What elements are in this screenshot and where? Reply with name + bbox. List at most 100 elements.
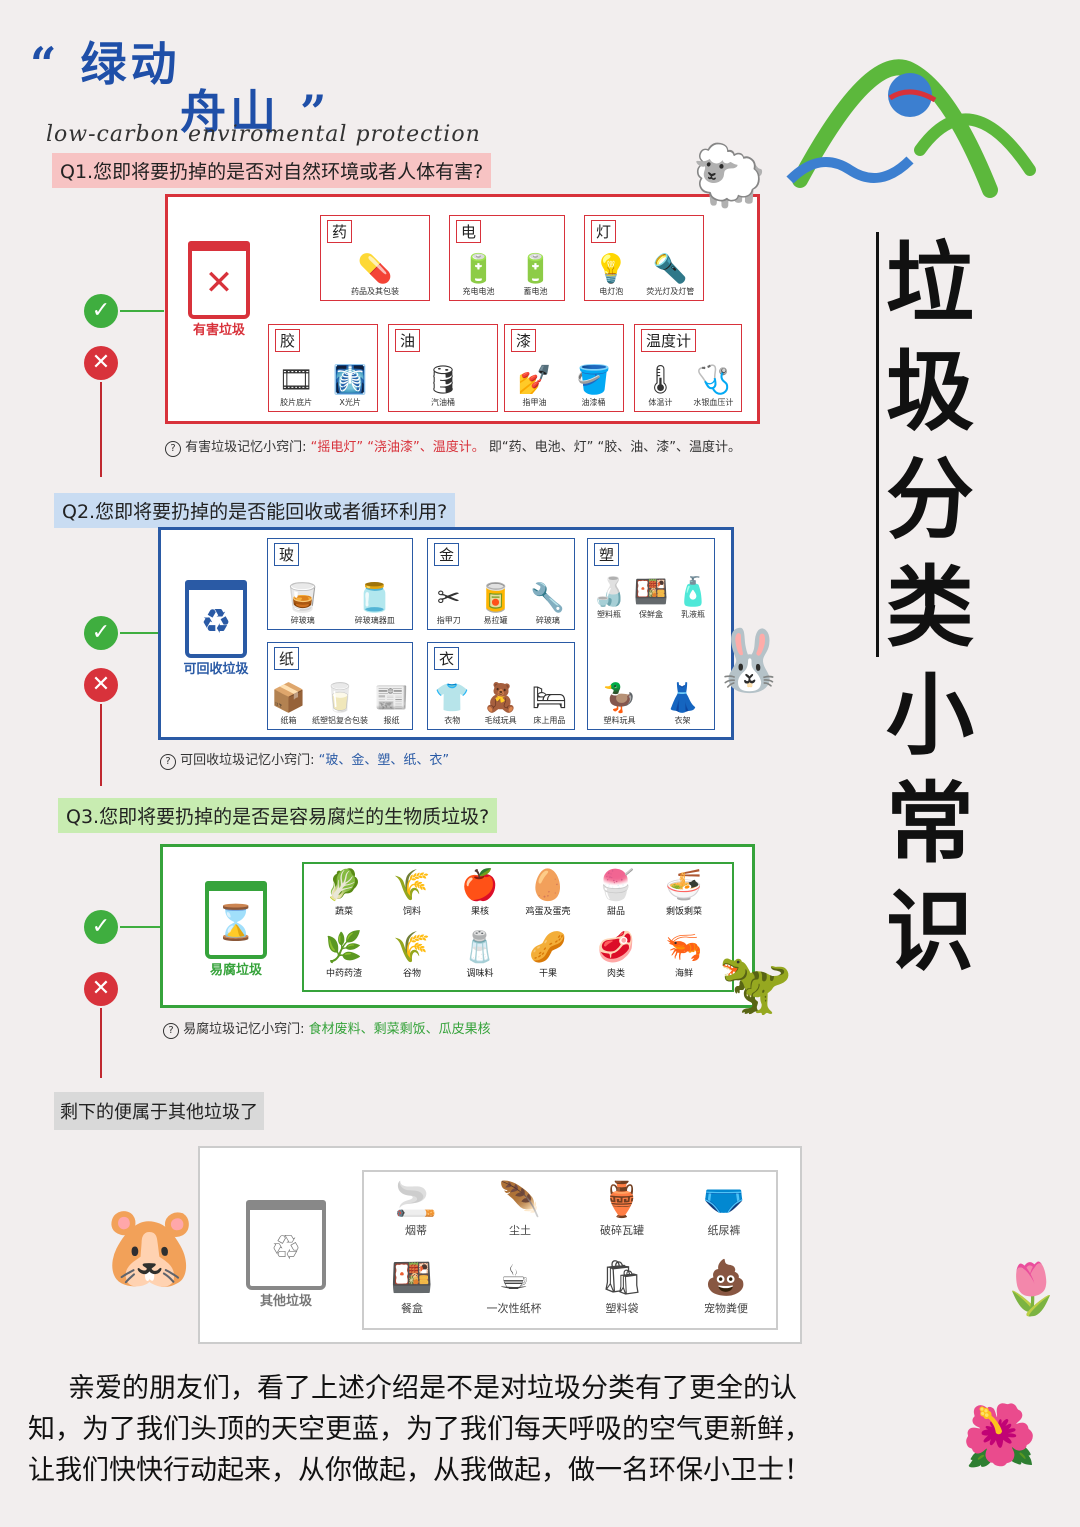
item: 📦纸箱 <box>271 681 306 725</box>
duster-icon: 🪶 <box>498 1180 542 1220</box>
item: 👗衣架 <box>665 681 700 725</box>
item: 🥃碎玻璃 <box>285 581 321 625</box>
subtitle: low-carbon enviromental protection <box>46 122 481 147</box>
milk-icon: 🥛 <box>322 681 358 714</box>
dried-fruit-icon: 🥜 <box>529 930 567 965</box>
recycle-bin-icon: ♻ <box>185 580 247 658</box>
paint-icon: 🪣 <box>576 363 611 396</box>
arrow-down <box>100 1008 102 1078</box>
item: 🍱餐盒 <box>372 1256 452 1316</box>
hazardous-bin: ✕ 有害垃圾 <box>174 241 264 338</box>
lamp-icon: 🔦 <box>652 252 688 285</box>
clothes-icon: 👕 <box>434 681 470 714</box>
bear-icon: 🧸 <box>483 681 519 714</box>
cat-lamp: 灯 💡电灯泡 🔦荧光灯及灯管 <box>584 215 704 301</box>
item: 🔋充电电池 <box>461 252 496 296</box>
cat-label: 金 <box>434 543 460 566</box>
arrow-down <box>100 382 102 477</box>
tip-prefix: 易腐垃圾记忆小窍门: <box>183 1022 305 1037</box>
other-bin-label: 其他垃圾 <box>259 1294 312 1309</box>
cat-label: 衣 <box>434 647 460 670</box>
item: 🩻X光片 <box>332 363 368 407</box>
cat-label: 塑 <box>594 543 620 566</box>
cigarette-icon: 🚬 <box>394 1180 438 1220</box>
cat-plastic: 塑 🍶塑料瓶 🍱保鲜盒 🧴乳液瓶 🦆塑料玩具 👗衣架 <box>587 538 715 730</box>
recyclable-bin-label: 可回收垃圾 <box>183 662 249 677</box>
other-bin-icon: ♲ <box>246 1200 326 1290</box>
item: 🥫易拉罐 <box>478 581 513 625</box>
other-panel: ♲ 其他垃圾 <box>198 1146 802 1344</box>
rabbit-icon: 🐰 <box>712 626 787 696</box>
closing-paragraph: 亲爱的朋友们，看了上述介绍是不是对垃圾分类有了更全的认 知，为了我们头顶的天空更… <box>28 1368 908 1491</box>
tulip-icon: 🌷 <box>1000 1260 1063 1318</box>
cat-battery: 电 🔋充电电池 🔋蓄电池 <box>449 215 565 301</box>
cat-oil: 油 🛢汽油桶 <box>388 324 498 412</box>
apple-core-icon: 🍎 <box>461 868 499 903</box>
towel-icon: 🛏 <box>531 681 568 714</box>
yes-check-icon: ✓ <box>84 616 118 650</box>
cat-clothes: 衣 👕衣物 🧸毛绒玩具 🛏床上用品 <box>427 642 575 730</box>
item: 💡电灯泡 <box>593 252 629 296</box>
item: 🚬烟蒂 <box>376 1178 456 1238</box>
arrow-right <box>120 632 158 634</box>
item: 🪶尘土 <box>480 1178 560 1238</box>
no-cross-icon: ✕ <box>84 972 118 1006</box>
item: 💩宠物粪便 <box>686 1256 766 1316</box>
tip-highlight: “玻、金、塑、纸、衣” <box>318 753 450 768</box>
lunchbox-icon: 🍱 <box>390 1258 434 1298</box>
tip-highlight: 食材废料、剩菜剩饭、瓜皮果核 <box>308 1022 491 1037</box>
item: 🦆塑料玩具 <box>602 681 637 725</box>
perishable-bin-label: 易腐垃圾 <box>209 963 262 978</box>
item: 🥚鸡蛋及蛋壳 <box>516 868 580 917</box>
item: 🛢汽油桶 <box>425 363 461 407</box>
cat-label: 胶 <box>275 329 301 352</box>
item: 🥬蔬菜 <box>312 868 376 917</box>
item: 🥩肉类 <box>584 930 648 979</box>
other-bin: ♲ 其他垃圾 <box>238 1200 334 1309</box>
shrimp-icon: 🦐 <box>665 930 703 965</box>
item: 🧴乳液瓶 <box>675 575 711 619</box>
duck-icon: 🦆 <box>602 681 637 714</box>
meat-icon: 🥩 <box>597 930 635 965</box>
item: 🧸毛绒玩具 <box>483 681 519 725</box>
battery-icon: 🔋 <box>518 252 553 285</box>
leftover-icon: 🍜 <box>665 868 703 903</box>
hanger-icon: 👗 <box>665 681 700 714</box>
help-icon: ? <box>163 1023 179 1039</box>
diaper-icon: 🩲 <box>702 1180 746 1220</box>
cat-label: 电 <box>456 220 482 243</box>
newspaper-icon: 📰 <box>374 681 409 714</box>
item: 🎞胶片底片 <box>278 363 314 407</box>
box-icon: 🍱 <box>633 575 669 608</box>
cat-metal: 金 ✂指甲刀 🥫易拉罐 🔧碎玻璃 <box>427 538 575 630</box>
yes-check-icon: ✓ <box>84 910 118 944</box>
clipper-icon: ✂ <box>436 581 461 614</box>
item: 🛏床上用品 <box>531 681 568 725</box>
hazardous-bin-label: 有害垃圾 <box>192 323 245 338</box>
cat-label: 油 <box>395 329 421 352</box>
item: 💅指甲油 <box>517 363 552 407</box>
cat-label: 漆 <box>511 329 537 352</box>
poop-icon: 💩 <box>704 1258 748 1298</box>
herb-icon: 🌿 <box>325 930 363 965</box>
item: 🫙碎玻璃器皿 <box>354 581 395 625</box>
item: 🌡体温计 <box>642 363 679 407</box>
hazard-bin-icon: ✕ <box>188 241 250 319</box>
carton-icon: 📦 <box>271 681 306 714</box>
dinosaur-icon: 🦖 <box>718 949 793 1019</box>
other-waste-note: 剩下的便属于其他垃圾了 <box>54 1092 264 1130</box>
item: 🔋蓄电池 <box>518 252 553 296</box>
item: 🌾谷物 <box>380 930 444 979</box>
cat-film: 胶 🎞胶片底片 🩻X光片 <box>268 324 378 412</box>
recyclable-panel: ♻ 可回收垃圾 玻 🥃碎玻璃 🫙碎玻璃器皿 金 ✂指甲刀 🥫易拉罐 🔧碎玻璃 塑… <box>158 527 734 740</box>
flower-icon: 🌺 <box>962 1401 1037 1471</box>
item: ✂指甲刀 <box>436 581 461 625</box>
cat-label: 温度计 <box>641 329 697 352</box>
help-icon: ? <box>160 754 176 770</box>
dessert-icon: 🍧 <box>597 868 635 903</box>
cat-paper: 纸 📦纸箱 🥛纸塑铝复合包装 📰报纸 <box>267 642 413 730</box>
closing-line-3: 让我们快快行动起来，从你做起，从我做起，做一名环保小卫士！ <box>28 1455 811 1486</box>
item: 🍶塑料瓶 <box>591 575 627 619</box>
vegetable-icon: 🥬 <box>325 868 363 903</box>
item: 👕衣物 <box>434 681 470 725</box>
